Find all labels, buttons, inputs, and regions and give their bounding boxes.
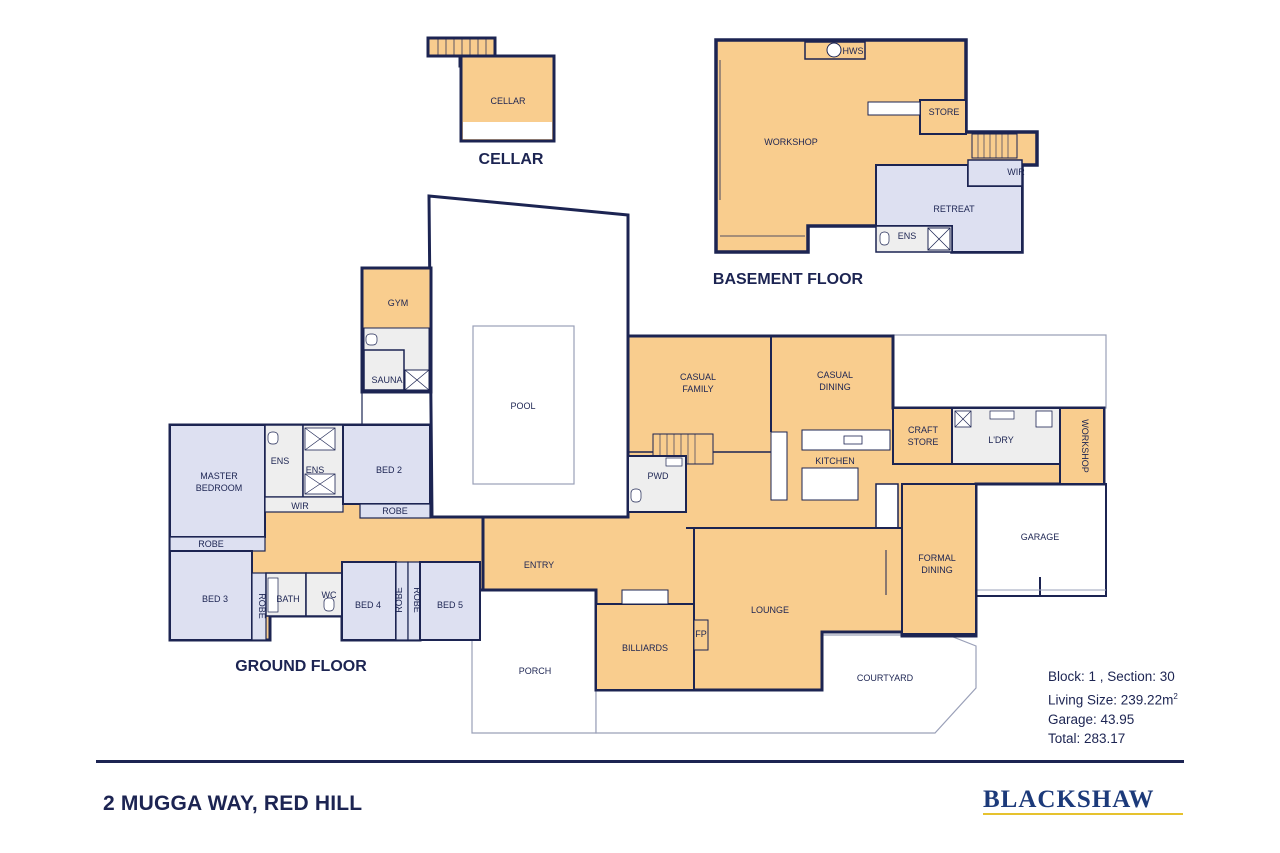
master-bedroom-room: [169, 424, 266, 538]
garage-size: Garage: 43.95: [1048, 711, 1135, 727]
basement-store-room: [919, 99, 967, 135]
rear-terrace: [892, 334, 1107, 409]
robe-bed5-label: ROBE: [412, 587, 422, 613]
kitchen-label: KITCHEN: [815, 456, 855, 466]
formal-dining-room: [901, 483, 977, 635]
robe-bed2-room: [359, 503, 431, 519]
wc-room: [305, 572, 343, 617]
basement-ens-label: ENS: [898, 231, 917, 241]
robe-master-label: ROBE: [198, 539, 224, 549]
porch-area: [471, 589, 597, 734]
master-bedroom-label-2: BEDROOM: [196, 483, 243, 493]
hws-label: HWS: [843, 46, 864, 56]
craft-store-label-2: STORE: [908, 437, 939, 447]
workshop-ground-room: [1059, 407, 1105, 485]
entry-label: ENTRY: [524, 560, 554, 570]
casual-family-label-2: FAMILY: [682, 384, 713, 394]
robe-bed3-label: ROBE: [257, 593, 267, 619]
porch-label: PORCH: [519, 666, 552, 676]
ens-1-room: [264, 424, 304, 498]
sauna-room: [363, 349, 405, 391]
basement-stair: [971, 133, 1018, 159]
pwd-label: PWD: [648, 471, 669, 481]
ground-floor-plan: GYM SAUNA POOL CASUAL FAMILY CASUAL DINI…: [168, 194, 1107, 734]
ground-title: GROUND FLOOR: [235, 658, 367, 675]
master-bedroom-label-1: MASTER: [200, 471, 238, 481]
bed-3-label: BED 3: [202, 594, 228, 604]
retreat-label: RETREAT: [933, 204, 975, 214]
basement-store-label: STORE: [929, 107, 960, 117]
bed-5-label: BED 5: [437, 600, 463, 610]
logo-underline: [983, 813, 1183, 815]
robe-bed2-label: ROBE: [382, 506, 408, 516]
craft-store-room: [892, 407, 953, 465]
billiards-label: BILLIARDS: [622, 643, 668, 653]
cellar-label: CELLAR: [490, 96, 526, 106]
courtyard-label: COURTYARD: [857, 673, 914, 683]
ens-1-label: ENS: [271, 456, 290, 466]
formal-dining-label-2: DINING: [921, 565, 953, 575]
wir-ground-label: WIR: [291, 501, 309, 511]
casual-family-label-1: CASUAL: [680, 372, 716, 382]
fp-label: FP: [695, 629, 707, 639]
pool-label: POOL: [510, 401, 535, 411]
lounge-label: LOUNGE: [751, 605, 789, 615]
total-size: Total: 283.17: [1048, 731, 1126, 747]
casual-dining-label-2: DINING: [819, 382, 851, 392]
laundry-label: L'DRY: [988, 435, 1014, 445]
living-size: Living Size: 239.22m2: [1048, 691, 1178, 708]
agency-logo: BLACKSHAW: [983, 786, 1155, 813]
formal-dining-label-1: FORMAL: [918, 553, 956, 563]
cellar-title: CELLAR: [479, 151, 544, 168]
bath-label: BATH: [276, 594, 299, 604]
basement-plan: HWS WORKSHOP STORE WIR RETREAT ENS BASEM…: [713, 38, 1039, 288]
basement-wir-room: [967, 159, 1023, 187]
casual-dining-label-1: CASUAL: [817, 370, 853, 380]
cellar-plan: CELLAR CELLAR: [426, 36, 556, 168]
bed-2-room: [342, 424, 431, 505]
wc-label: WC: [322, 590, 337, 600]
property-stats: Block: 1 , Section: 30 Living Size: 239.…: [1048, 667, 1178, 749]
hws-cylinder: [826, 42, 842, 58]
basement-title: BASEMENT FLOOR: [713, 271, 864, 288]
fireplace: [693, 619, 709, 651]
pool: [472, 325, 575, 485]
robe-bed4-label: ROBE: [394, 587, 404, 613]
bed-5-room: [419, 561, 481, 641]
basement-wir-label: WIR: [1007, 167, 1025, 177]
bed-4-label: BED 4: [355, 600, 381, 610]
kitchen-island: [801, 467, 859, 501]
gym-label: GYM: [388, 298, 409, 308]
block-section: Block: 1 , Section: 30: [1048, 669, 1175, 684]
bed-4-room: [341, 561, 397, 641]
garage-label: GARAGE: [1021, 532, 1060, 542]
billiards-room: [595, 603, 695, 691]
basement-workshop-label: WORKSHOP: [764, 137, 818, 147]
kitchen-side-bench: [770, 431, 788, 501]
workshop-ground-label: WORKSHOP: [1080, 419, 1090, 473]
property-address: 2 MUGGA WAY, RED HILL: [103, 792, 363, 815]
sauna-label: SAUNA: [371, 375, 402, 385]
ens-2-label: ENS: [306, 465, 325, 475]
divider: [96, 760, 1184, 763]
craft-store-label-1: CRAFT: [908, 425, 938, 435]
bed-2-label: BED 2: [376, 465, 402, 475]
